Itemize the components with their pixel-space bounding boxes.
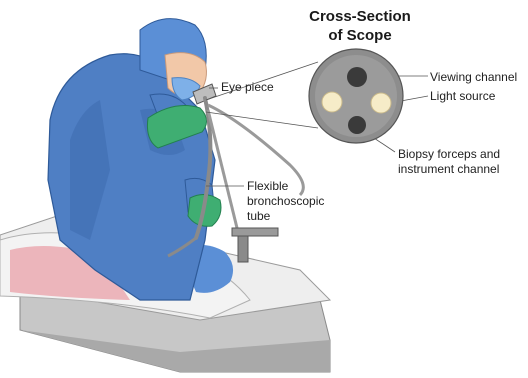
tube-label-line3: tube	[247, 209, 270, 223]
biopsy-label-line2: instrument channel	[398, 162, 499, 176]
biopsy-channel-dot	[348, 116, 366, 134]
cross-section-title-line1: Cross-Section	[275, 8, 445, 26]
cross-section-title-line2: of Scope	[275, 27, 445, 45]
tube-label-line1: Flexible	[247, 179, 288, 193]
biopsy-label-line1: Biopsy forceps and	[398, 147, 500, 161]
scope-cross-section	[309, 49, 403, 143]
light-source-right	[371, 93, 391, 113]
tube-label-line2: bronchoscopic	[247, 194, 324, 208]
viewing-channel-label: Viewing channel	[430, 70, 517, 84]
light-source-left	[322, 92, 342, 112]
light-source-label: Light source	[430, 89, 495, 103]
eye-piece-label: Eye piece	[221, 80, 274, 94]
viewing-channel-dot	[347, 67, 367, 87]
